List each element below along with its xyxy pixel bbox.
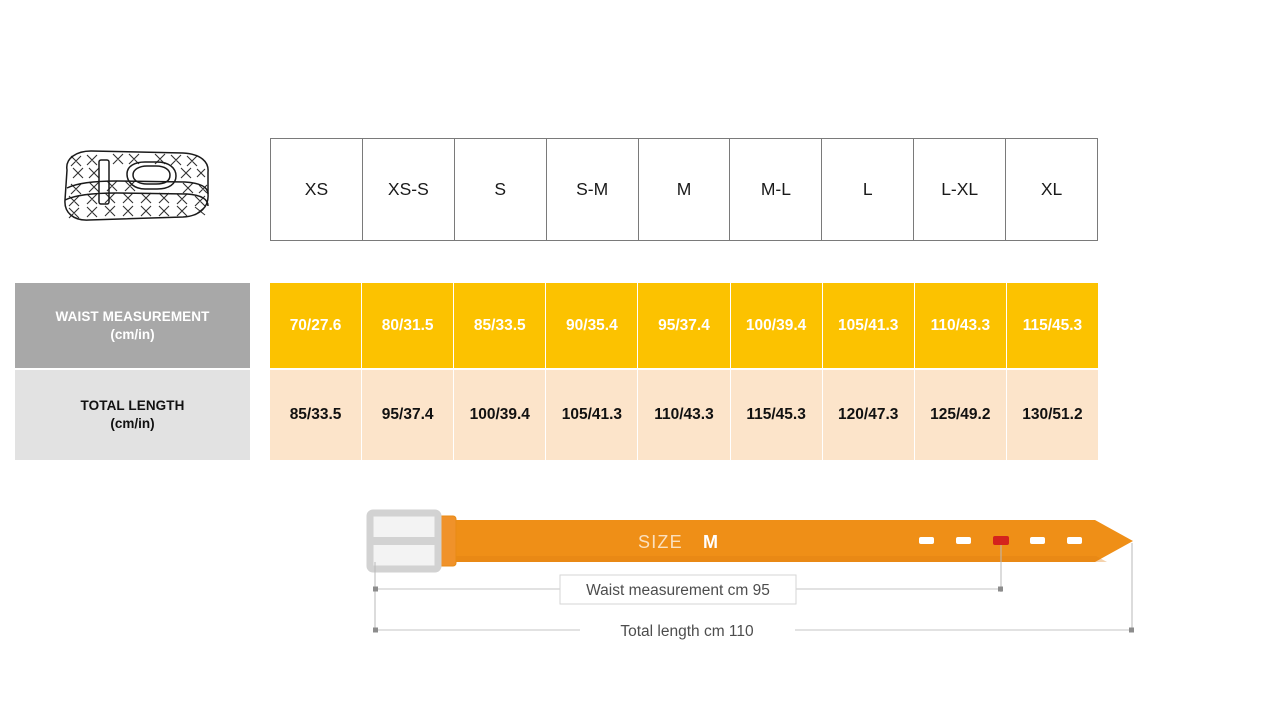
waist-value-cell: 70/27.6 <box>270 283 363 368</box>
total-length-dimension-start-tick <box>373 627 378 633</box>
woven-belt-illustration <box>64 150 209 221</box>
waist-value-cell: 115/45.3 <box>1006 283 1098 368</box>
buckle-prong-bar <box>367 537 441 545</box>
total-length-value-cell: 130/51.2 <box>1006 370 1098 460</box>
total-length-value-cell: 125/49.2 <box>914 370 1007 460</box>
total-length-value-cell: 95/37.4 <box>362 370 455 460</box>
waist-value-cell: 100/39.4 <box>730 283 823 368</box>
belt-hole <box>1067 537 1082 544</box>
waist-value-cell: 85/33.5 <box>454 283 547 368</box>
belt-hole <box>919 537 934 544</box>
waist-label-box <box>559 574 797 605</box>
total-length-value-cell: 105/41.3 <box>546 370 639 460</box>
row-label-unit: (cm/in) <box>110 416 155 431</box>
total-length-value-cell: 110/43.3 <box>638 370 731 460</box>
belt-strap <box>430 520 1133 562</box>
waist-measurement-label: Waist measurement cm 95 <box>586 582 770 599</box>
waist-value-cell: 90/35.4 <box>546 283 639 368</box>
total-length-value-cell: 120/47.3 <box>822 370 915 460</box>
diagram-size-prefix: SIZE <box>638 532 683 552</box>
diagram-size-value: M <box>703 532 718 552</box>
total-length-value-cell: 85/33.5 <box>270 370 363 460</box>
size-header-cell: L <box>822 139 915 240</box>
size-header-cell: M-L <box>730 139 823 240</box>
size-header-cell: L-XL <box>914 139 1007 240</box>
row-label-unit: (cm/in) <box>110 326 155 342</box>
total-length-label: Total length cm 110 <box>620 623 754 640</box>
size-header-cell: XL <box>1006 139 1099 240</box>
belt-strap-shadow <box>430 556 1107 562</box>
total-length-dimension-end-tick <box>1129 627 1134 633</box>
waist-value-cell: 105/41.3 <box>822 283 915 368</box>
waist-value-cell: 80/31.5 <box>362 283 455 368</box>
waist-dimension-start-tick <box>373 586 378 592</box>
row-label-title: TOTAL LENGTH <box>80 398 185 414</box>
size-header-cell: XS-S <box>362 139 455 240</box>
size-header-cell: M <box>638 139 731 240</box>
size-header-table: XS XS-S S S-M M M-L L L-XL XL <box>270 138 1099 241</box>
table-row-waist-measurement: 70/27.6 80/31.5 85/33.5 90/35.4 95/37.4 … <box>270 283 1098 368</box>
waist-value-cell: 95/37.4 <box>638 283 731 368</box>
waist-value-cell: 110/43.3 <box>914 283 1007 368</box>
size-header-cell: S <box>454 139 547 240</box>
belt-measurement-diagram: SIZE M Waist measurement cm 95 Total len… <box>366 509 1134 643</box>
size-header-cell: XS <box>271 139 363 240</box>
waist-dimension-end-tick <box>998 586 1003 592</box>
total-length-value-cell: 115/45.3 <box>730 370 823 460</box>
belt-hole <box>956 537 971 544</box>
size-header-cell: S-M <box>546 139 639 240</box>
total-length-label-backdrop <box>580 617 795 643</box>
row-label-waist-measurement: WAIST MEASUREMENT (cm/in) <box>15 283 250 368</box>
belt-hole-active <box>993 536 1009 545</box>
total-length-value-cell: 100/39.4 <box>454 370 547 460</box>
table-row-total-length: 85/33.5 95/37.4 100/39.4 105/41.3 110/43… <box>270 370 1098 460</box>
belt-hole <box>1030 537 1045 544</box>
row-label-total-length: TOTAL LENGTH (cm/in) <box>15 370 250 460</box>
row-label-title: WAIST MEASUREMENT <box>55 308 210 324</box>
